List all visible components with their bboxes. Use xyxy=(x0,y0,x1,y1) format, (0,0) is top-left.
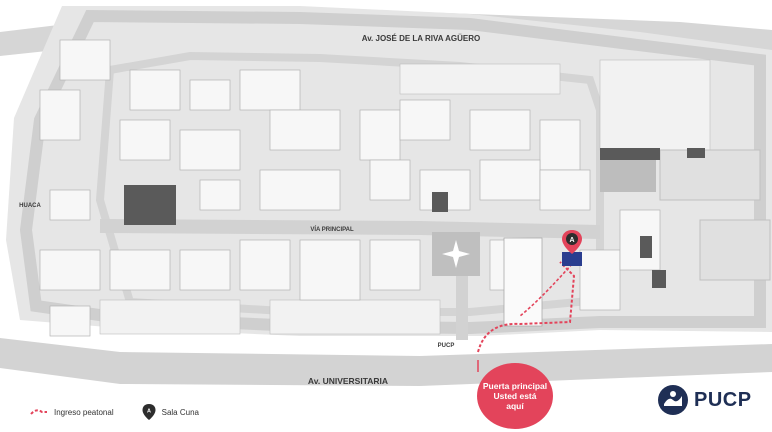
sala-cuna-marker[interactable]: A xyxy=(562,230,582,254)
campus-buildings xyxy=(39,39,661,337)
tower-building xyxy=(503,237,543,327)
map-legend: Ingreso peatonal A Sala Cuna xyxy=(30,402,199,422)
marker-letter: A xyxy=(569,237,574,244)
pucp-logo: PUCP xyxy=(657,383,752,417)
gate-label: PUCP xyxy=(438,343,455,349)
legend-pedestrian: Ingreso peatonal xyxy=(30,408,114,417)
callout-line2: Usted está xyxy=(493,391,537,401)
legend-pin-letter: A xyxy=(147,409,151,415)
avenue-bottom-label: Av. UNIVERSITARIA xyxy=(308,376,388,386)
sala-cuna-building xyxy=(562,252,582,266)
legend-pedestrian-label: Ingreso peatonal xyxy=(54,407,114,417)
legend-sala-cuna-label: Sala Cuna xyxy=(161,407,199,417)
avenue-bottom-road xyxy=(0,338,772,386)
huaca-label: HUACA xyxy=(19,203,41,209)
pedestrian-path-icon xyxy=(30,409,47,415)
parking-lots xyxy=(99,59,711,335)
pucp-emblem-icon xyxy=(658,385,688,415)
pedestrian-route xyxy=(477,261,576,353)
via-principal-label: VÍA PRINCIPAL xyxy=(310,225,354,233)
sports-fields xyxy=(600,149,771,281)
location-pin-icon: A xyxy=(142,404,156,420)
pucp-logo-text: PUCP xyxy=(694,388,752,411)
callout-line1: Puerta principal xyxy=(482,381,548,391)
plaza-star xyxy=(442,240,470,268)
callout-line3: aquí xyxy=(506,401,524,411)
pedestrian-route-2 xyxy=(519,263,573,317)
legend-sala-cuna: A Sala Cuna xyxy=(142,403,199,421)
avenue-top-label: Av. JOSÉ DE LA RIVA AGÜERO xyxy=(362,34,481,43)
via-principal-road xyxy=(99,219,601,239)
you-are-here-callout: Puerta principal Usted está aquí xyxy=(477,363,553,429)
dark-buildings xyxy=(124,148,705,288)
